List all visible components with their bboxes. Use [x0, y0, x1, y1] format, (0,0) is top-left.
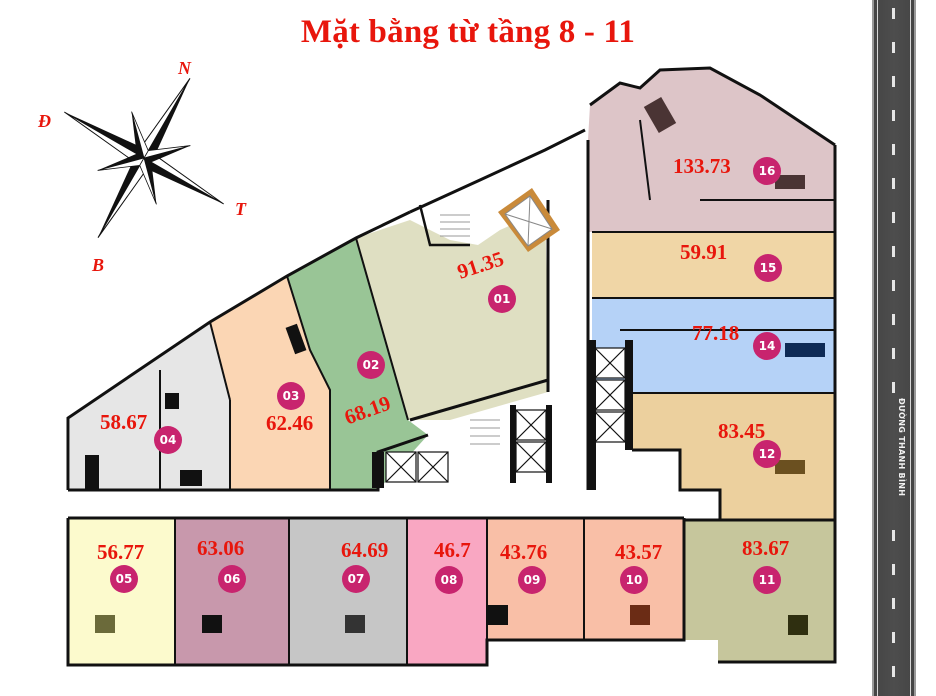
- unit-12-shape[interactable]: [632, 393, 835, 520]
- road-dash: [892, 666, 895, 677]
- unit-11-badge[interactable]: 11: [753, 566, 781, 594]
- road-dash: [892, 212, 895, 223]
- unit-08-area: 46.7: [434, 538, 471, 562]
- road-dash: [892, 42, 895, 53]
- road-dash: [892, 144, 895, 155]
- road-name-label: ĐƯỜNG THANH BÌNH: [897, 398, 906, 497]
- unit-09-badge[interactable]: 09: [518, 566, 546, 594]
- unit-01-shape[interactable]: [356, 210, 548, 420]
- road-edge-left: [877, 0, 878, 696]
- unit-10-badge[interactable]: 10: [620, 566, 648, 594]
- compass-south-label: B: [92, 255, 105, 275]
- compass-east-label: Đ: [38, 111, 51, 131]
- unit-07-area: 64.69: [341, 538, 389, 562]
- unit-11-area: 83.67: [742, 536, 790, 560]
- road-dash: [892, 382, 895, 393]
- road-dash: [892, 348, 895, 359]
- road-dash: [892, 246, 895, 257]
- compass-rose: [64, 78, 224, 238]
- unit-03-badge[interactable]: 03: [277, 382, 305, 410]
- road-dash: [892, 280, 895, 291]
- unit-15-badge[interactable]: 15: [754, 254, 782, 282]
- unit-14-badge[interactable]: 14: [753, 332, 781, 360]
- unit-15-shape[interactable]: [592, 232, 835, 298]
- unit-16-shape[interactable]: [588, 68, 835, 232]
- road-dash: [892, 564, 895, 575]
- unit-05-badge[interactable]: 05: [110, 565, 138, 593]
- unit-01-badge[interactable]: 01: [488, 285, 516, 313]
- unit-10-area: 43.57: [615, 540, 663, 564]
- road-dash: [892, 76, 895, 87]
- unit-06-area: 63.06: [197, 536, 245, 560]
- unit-08-badge[interactable]: 08: [435, 566, 463, 594]
- unit-03-shape[interactable]: [210, 276, 330, 490]
- compass-west-label: T: [235, 199, 246, 219]
- unit-15-area: 59.91: [680, 240, 728, 264]
- unit-02-badge[interactable]: 02: [357, 351, 385, 379]
- road-dash: [892, 110, 895, 121]
- road-dash: [892, 530, 895, 541]
- road-dash: [892, 178, 895, 189]
- road-edge-right: [910, 0, 911, 696]
- unit-04-area: 58.67: [100, 410, 148, 434]
- unit-04-shape[interactable]: [70, 322, 230, 490]
- unit-07-shape[interactable]: [289, 518, 407, 665]
- road-strip: ĐƯỜNG THANH BÌNH: [872, 0, 916, 696]
- unit-07-badge[interactable]: 07: [342, 565, 370, 593]
- road-dash: [892, 8, 895, 19]
- unit-12-area: 83.45: [718, 419, 766, 443]
- unit-16-badge[interactable]: 16: [753, 157, 781, 185]
- road-dash: [892, 314, 895, 325]
- unit-06-badge[interactable]: 06: [218, 565, 246, 593]
- road-dash: [892, 632, 895, 643]
- unit-14-area: 77.18: [692, 321, 740, 345]
- unit-03-area: 62.46: [266, 411, 314, 435]
- unit-16-area: 133.73: [673, 154, 731, 178]
- road-dash: [892, 598, 895, 609]
- unit-12-badge[interactable]: 12: [753, 440, 781, 468]
- unit-04-badge[interactable]: 04: [154, 426, 182, 454]
- unit-09-area: 43.76: [500, 540, 548, 564]
- compass-north-label: N: [178, 58, 191, 78]
- page-title: Mặt bằng từ tầng 8 - 11: [300, 14, 636, 50]
- unit-05-area: 56.77: [97, 540, 145, 564]
